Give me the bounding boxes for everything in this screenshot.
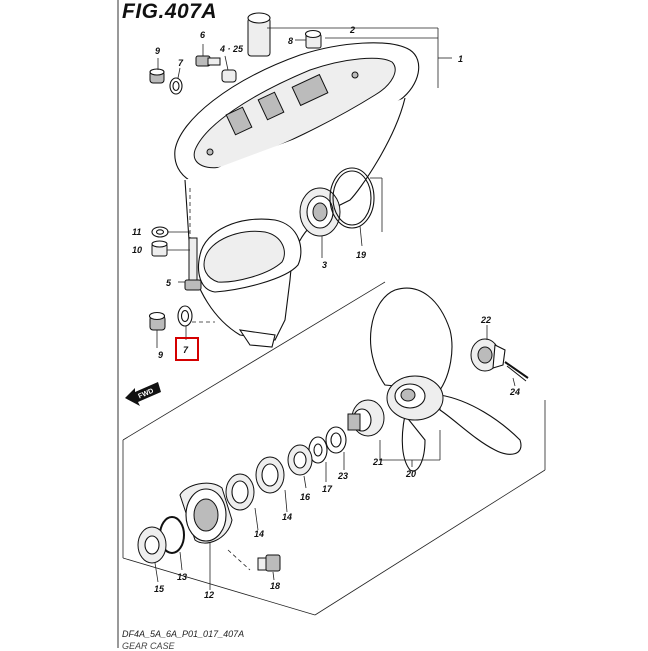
callout-9-bottom[interactable]: 9 [158,350,163,360]
part-21-bushing [347,399,385,437]
part-4-25-fitting [221,69,237,83]
part-17-washer [308,436,328,464]
part-15-bearing [137,526,167,564]
selected-part-highlight [175,337,199,361]
part-9-plug-top [149,68,165,84]
callout-2[interactable]: 2 [349,25,355,35]
callout-21[interactable]: 21 [372,457,383,467]
part-3-bearing [299,187,341,237]
figure-title: FIG.407A [122,0,218,23]
part-9-plug-bottom [148,311,166,331]
part-20-propeller [370,287,522,472]
callout-8[interactable]: 8 [288,36,293,46]
callout-9-top[interactable]: 9 [155,46,160,56]
callout-13[interactable]: 13 [177,572,187,582]
footer-code: DF4A_5A_6A_P01_017_407A [122,629,245,639]
callout-23[interactable]: 23 [337,471,348,481]
callout-3[interactable]: 3 [322,260,327,270]
callout-19[interactable]: 19 [356,250,366,260]
callout-18[interactable]: 18 [270,581,280,591]
callout-17[interactable]: 17 [322,484,333,494]
part-12-bearing-housing [179,482,233,544]
callout-7-top[interactable]: 7 [178,58,184,68]
callout-11[interactable]: 11 [132,227,141,237]
callout-14a[interactable]: 14 [282,512,292,522]
part-23-washer [325,426,347,454]
gear-case-housing [174,42,420,348]
part-11-washer [151,226,169,238]
callout-15[interactable]: 15 [154,584,165,594]
part-18-bolt [257,554,281,572]
part-14-seal-b [225,473,255,511]
callout-24[interactable]: 24 [509,387,520,397]
callout-22[interactable]: 22 [480,315,491,325]
part-16-thrust-washer [287,444,313,476]
callout-5[interactable]: 5 [166,278,172,288]
part-19-o-ring [329,167,375,229]
part-8-pin [304,29,322,49]
leader-lines [122,27,546,616]
part-2-pin [247,12,271,57]
part-6-bolt [195,55,221,67]
fwd-arrow: FWD [125,382,161,406]
part-5-bolt [184,237,202,291]
part-14-seal-a [255,456,285,494]
callout-6[interactable]: 6 [200,30,206,40]
callout-12[interactable]: 12 [204,590,214,600]
callout-16[interactable]: 16 [300,492,311,502]
callout-20[interactable]: 20 [405,469,416,479]
part-7-washer-top [169,77,183,95]
callout-14b[interactable]: 14 [254,529,264,539]
part-7-washer-bottom [177,305,193,327]
fwd-label: FWD [137,388,154,401]
part-10-nut [151,240,168,257]
part-24-cotter-pin [504,361,529,382]
callout-1[interactable]: 1 [458,54,463,64]
callout-4-25[interactable]: 4 · 25 [219,44,244,54]
callout-10[interactable]: 10 [132,245,142,255]
callout-7-selected[interactable]: 7 [183,345,189,355]
part-22-prop-nut [470,338,506,372]
footer-caption: GEAR CASE [122,641,175,651]
callout-labels: 1 2 3 4 · 25 5 6 7 7 8 9 9 10 11 12 13 1… [132,25,520,600]
